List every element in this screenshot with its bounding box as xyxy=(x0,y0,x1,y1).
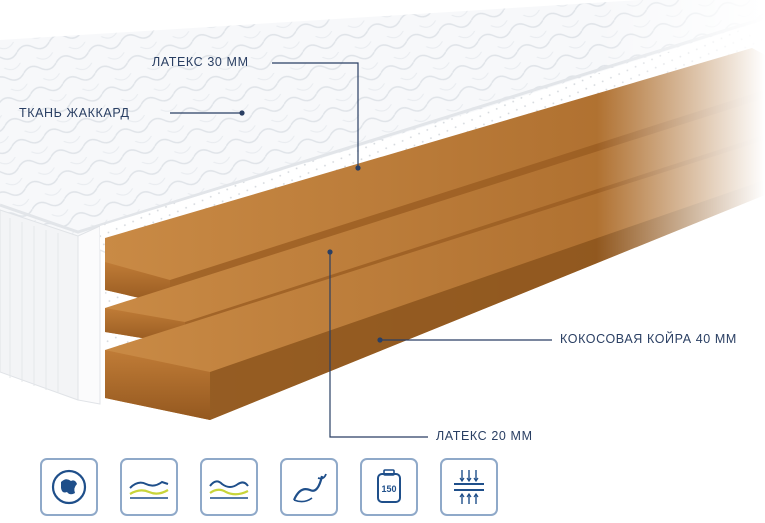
leader-dots xyxy=(239,110,383,343)
load-150-icon: 150 xyxy=(360,458,418,516)
globe-icon xyxy=(40,458,98,516)
callout-latex-20: ЛАТЕКС 20 ММ xyxy=(436,429,533,443)
flexibility-icon xyxy=(280,458,338,516)
spine-support-icon xyxy=(120,458,178,516)
breathability-icon xyxy=(440,458,498,516)
body-contour-icon xyxy=(200,458,258,516)
callout-jacquard-fabric: ТКАНЬ ЖАККАРД xyxy=(19,106,130,120)
callout-coconut-coir-40: КОКОСОВАЯ КОЙРА 40 ММ xyxy=(560,332,737,346)
leader-lines xyxy=(170,62,552,438)
feature-icons: 150 xyxy=(40,458,520,520)
callout-latex-30: ЛАТЕКС 30 ММ xyxy=(152,55,249,69)
max-load-value: 150 xyxy=(381,484,396,494)
